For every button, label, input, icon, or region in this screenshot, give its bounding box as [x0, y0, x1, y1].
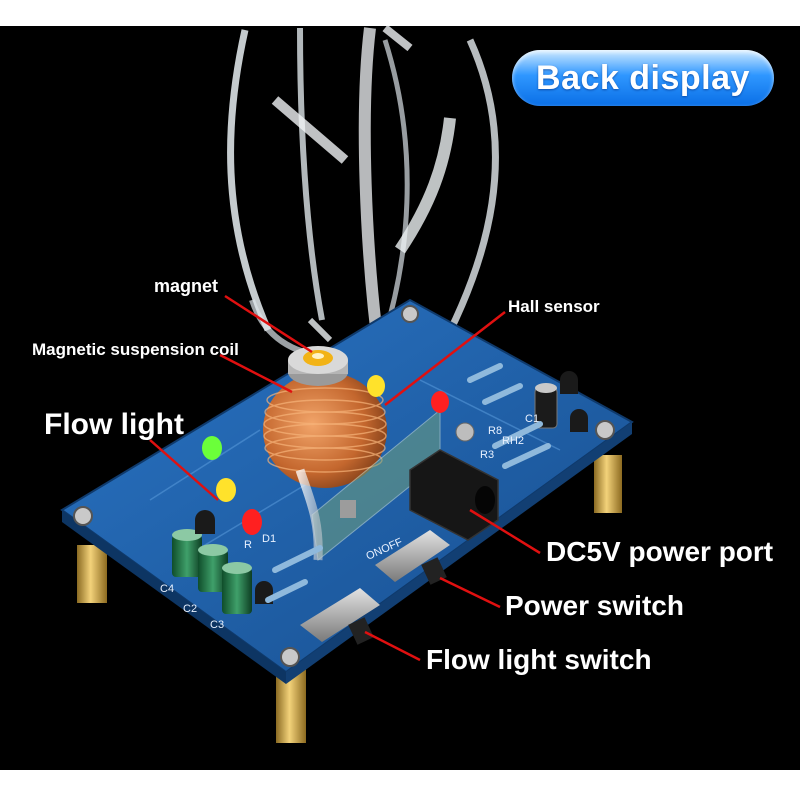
- leader-flow-light: [149, 439, 219, 501]
- badge-text: Back display: [536, 58, 750, 97]
- dc-jack: [409, 449, 499, 541]
- silk-c1: C1: [525, 413, 539, 425]
- leader-dc: [469, 508, 541, 555]
- silk-c2: C2: [183, 603, 197, 615]
- label-flow-light-switch: Flow light switch: [426, 644, 652, 675]
- label-coil: Magnetic suspension coil: [32, 340, 239, 359]
- acrylic-rotor: [227, 24, 499, 362]
- magnetic-coil: [263, 346, 387, 488]
- leds: [202, 375, 449, 535]
- label-power-switch: Power switch: [505, 590, 684, 621]
- label-hall-sensor: Hall sensor: [508, 297, 600, 316]
- bottom-border: [0, 770, 800, 800]
- leader-magnet: [224, 294, 313, 354]
- silk-r: R: [244, 539, 252, 551]
- silk-r3: R3: [480, 449, 494, 461]
- silk-rh2: RH2: [502, 435, 524, 447]
- annotation-lines: [149, 294, 541, 662]
- label-dc-port: DC5V power port: [546, 536, 774, 567]
- leader-coil: [219, 353, 293, 394]
- silk-d1: D1: [262, 533, 276, 545]
- top-border: [0, 0, 800, 26]
- back-display-badge: Back display: [512, 50, 774, 106]
- silk-r8: R8: [488, 425, 502, 437]
- leader-flow-switch: [364, 630, 421, 662]
- leader-hall: [384, 311, 506, 406]
- label-flow-light: Flow light: [44, 408, 184, 441]
- leader-power: [439, 576, 501, 609]
- silk-c4: C4: [160, 583, 174, 595]
- label-magnet: magnet: [154, 276, 219, 296]
- silk-c3: C3: [210, 619, 224, 631]
- small-components: [195, 363, 588, 604]
- capacitors: [172, 383, 558, 614]
